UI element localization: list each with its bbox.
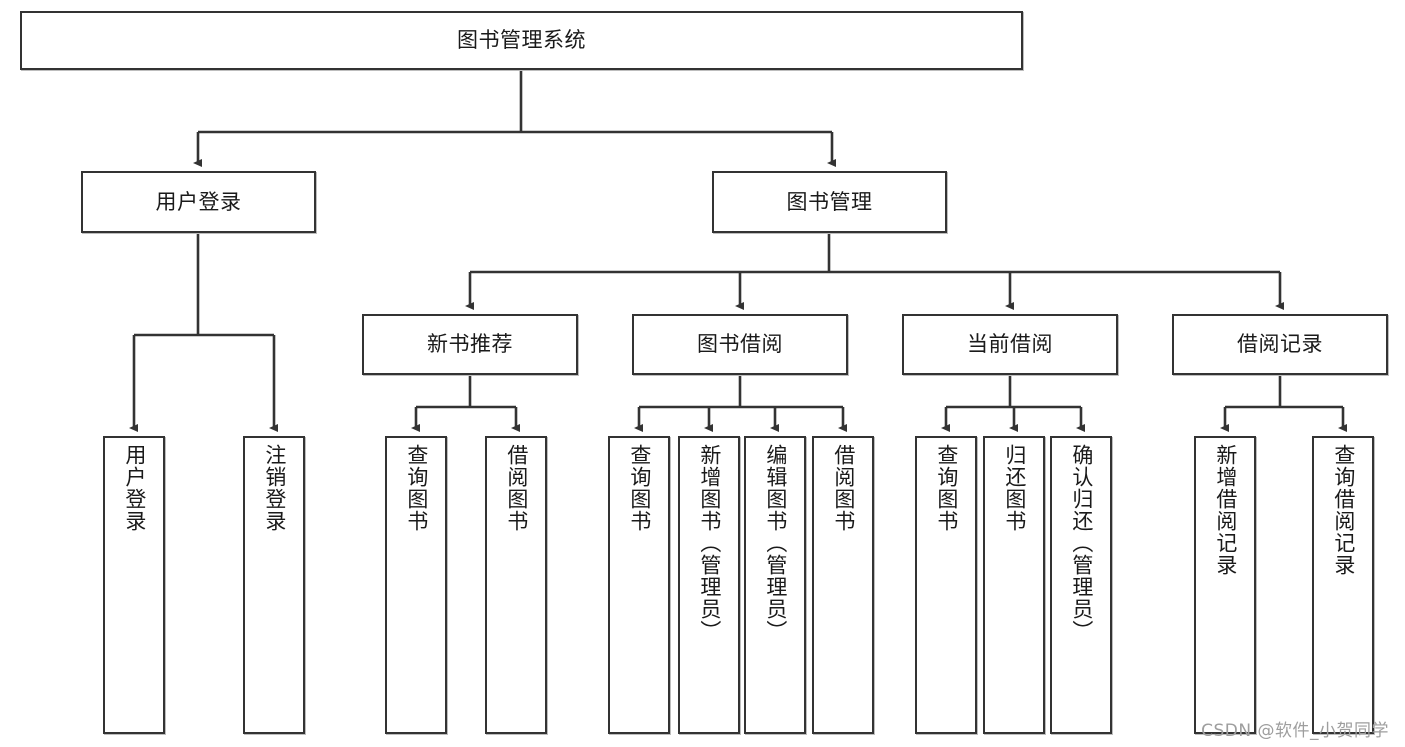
node-leaf-cb-return-label: 归还图书 (1002, 444, 1027, 532)
node-leaf-bb-edit[interactable]: 编辑图书（管理员） (744, 436, 806, 734)
node-leaf-br-add-label: 新增借阅记录 (1213, 444, 1238, 576)
node-leaf-br-query[interactable]: 查询借阅记录 (1312, 436, 1374, 734)
node-new-book-rec[interactable]: 新书推荐 (362, 314, 578, 375)
node-leaf-bb-add[interactable]: 新增图书（管理员） (678, 436, 740, 734)
node-book-borrow-label: 图书借阅 (697, 332, 783, 357)
node-leaf-bb-edit-label: 编辑图书（管理员） (763, 444, 788, 642)
node-root[interactable]: 图书管理系统 (20, 11, 1023, 70)
node-user-login-label: 用户登录 (155, 189, 242, 214)
edge-group-root (129, 70, 1347, 432)
watermark: CSDN @软件_小贺同学 (1201, 721, 1389, 741)
node-new-book-rec-label: 新书推荐 (427, 332, 513, 357)
node-current-borrow-label: 当前借阅 (967, 332, 1053, 357)
node-leaf-user-logout-label: 注销登录 (262, 444, 287, 532)
node-current-borrow[interactable]: 当前借阅 (902, 314, 1118, 375)
node-leaf-br-add[interactable]: 新增借阅记录 (1194, 436, 1256, 734)
node-leaf-rec-borrow-label: 借阅图书 (504, 444, 529, 532)
node-leaf-rec-query[interactable]: 查询图书 (385, 436, 447, 734)
node-leaf-user-login-label: 用户登录 (122, 444, 147, 532)
node-root-label: 图书管理系统 (457, 28, 586, 53)
node-borrow-record-label: 借阅记录 (1237, 332, 1323, 357)
node-leaf-bb-borrow-label: 借阅图书 (831, 444, 856, 532)
node-book-borrow[interactable]: 图书借阅 (632, 314, 848, 375)
node-leaf-cb-confirm-label: 确认归还（管理员） (1069, 444, 1094, 642)
node-leaf-cb-return[interactable]: 归还图书 (983, 436, 1045, 734)
node-user-login[interactable]: 用户登录 (81, 171, 316, 233)
node-leaf-bb-borrow[interactable]: 借阅图书 (812, 436, 874, 734)
node-leaf-cb-query[interactable]: 查询图书 (915, 436, 977, 734)
node-borrow-record[interactable]: 借阅记录 (1172, 314, 1388, 375)
node-leaf-rec-query-label: 查询图书 (404, 444, 429, 532)
node-leaf-user-login[interactable]: 用户登录 (103, 436, 165, 734)
node-leaf-user-logout[interactable]: 注销登录 (243, 436, 305, 734)
node-leaf-bb-query-label: 查询图书 (627, 444, 652, 532)
node-leaf-bb-add-label: 新增图书（管理员） (697, 444, 722, 642)
node-leaf-rec-borrow[interactable]: 借阅图书 (485, 436, 547, 734)
node-leaf-cb-query-label: 查询图书 (934, 444, 959, 532)
node-leaf-bb-query[interactable]: 查询图书 (608, 436, 670, 734)
node-leaf-br-query-label: 查询借阅记录 (1331, 444, 1356, 576)
node-book-manage[interactable]: 图书管理 (712, 171, 947, 233)
node-book-manage-label: 图书管理 (786, 189, 873, 214)
node-leaf-cb-confirm[interactable]: 确认归还（管理员） (1050, 436, 1112, 734)
